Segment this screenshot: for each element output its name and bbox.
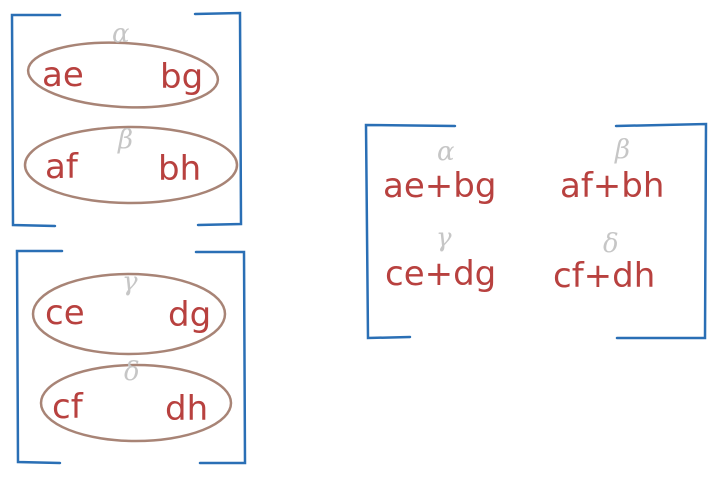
greek-label-delta: δ [603, 229, 619, 259]
row-ellipse-alpha [26, 41, 220, 109]
expr-ce-dg: ce+dg [385, 254, 496, 294]
bottom-left-matrix: γ ce dg δ cf dh [15, 249, 247, 465]
term-dg: dg [168, 295, 211, 335]
greek-label-alpha: α [437, 137, 455, 167]
result-matrix: α ae+bg β af+bh γ ce+dg δ cf+dh [364, 122, 708, 340]
greek-label-beta: β [614, 135, 630, 165]
term-af: af [45, 147, 79, 187]
greek-label-gamma: γ [122, 267, 138, 297]
right-bracket [194, 250, 247, 465]
left-bracket [364, 123, 457, 340]
term-cf: cf [52, 387, 84, 427]
expr-cf-dh: cf+dh [553, 256, 655, 296]
term-bh: bh [158, 149, 201, 189]
left-bracket [10, 13, 62, 228]
expr-af-bh: af+bh [560, 166, 664, 206]
right-bracket [193, 11, 243, 227]
greek-label-delta: δ [124, 357, 140, 387]
row-ellipse-gamma [31, 272, 227, 356]
greek-label-gamma: γ [436, 223, 452, 253]
left-bracket [15, 249, 64, 465]
term-dh: dh [165, 389, 208, 429]
greek-label-beta: β [117, 125, 133, 155]
term-ce: ce [45, 293, 85, 333]
greek-label-alpha: α [112, 19, 130, 49]
term-bg: bg [160, 57, 203, 97]
row-ellipse-beta [23, 125, 239, 205]
expr-ae-bg: ae+bg [383, 166, 496, 206]
row-ellipse-delta [39, 363, 233, 443]
top-left-matrix: α ae bg β af bh [10, 11, 243, 228]
right-bracket [614, 122, 708, 340]
term-ae: ae [42, 55, 84, 95]
